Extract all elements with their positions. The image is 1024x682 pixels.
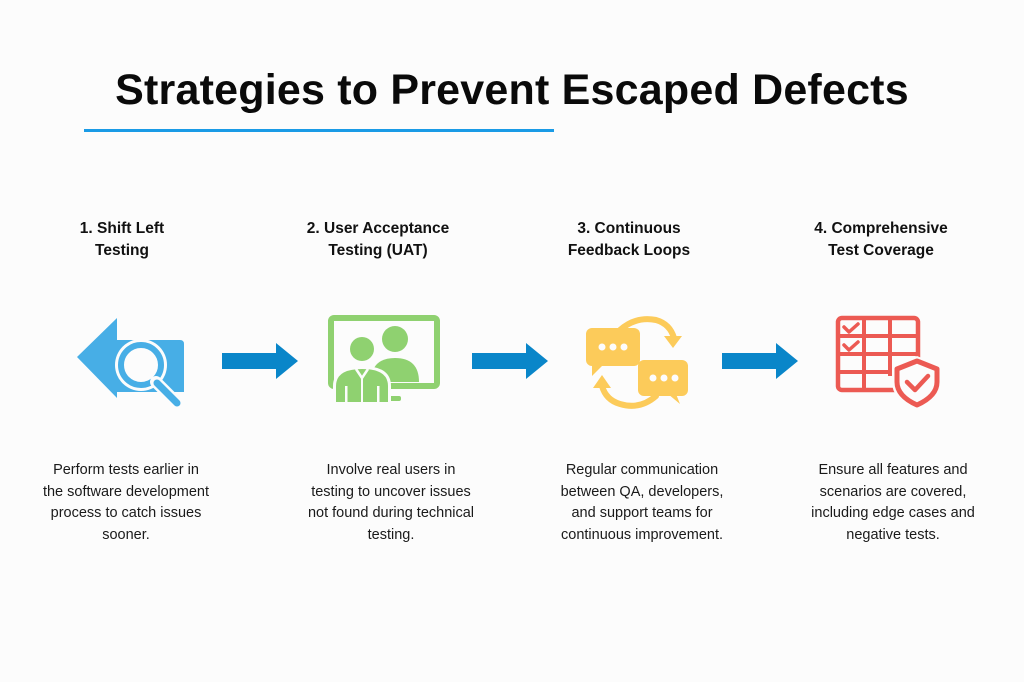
arrow-right-icon	[470, 343, 550, 379]
step-3-title: 3. Continuous Feedback Loops	[567, 220, 691, 259]
shift-left-search-icon	[72, 312, 192, 412]
users-monitor-icon	[325, 312, 445, 412]
step-4-title: 4. Comprehensive Test Coverage	[814, 220, 948, 259]
checklist-shield-icon	[830, 312, 950, 412]
title-underline	[84, 129, 554, 132]
chat-feedback-loop-icon	[578, 312, 698, 412]
step-4-description: Ensure all features and scenarios are co…	[811, 462, 975, 543]
arrow-right-icon	[220, 343, 300, 379]
step-1-description: Perform tests earlier in the software de…	[42, 462, 210, 543]
page-title: Strategies to Prevent Escaped Defects	[115, 66, 909, 114]
step-1-title: 1. Shift Left Testing	[79, 220, 165, 259]
step-2-description: Involve real users in testing to uncover…	[307, 462, 475, 543]
arrow-right-icon	[720, 343, 800, 379]
step-2-title: 2. User Acceptance Testing (UAT)	[306, 220, 450, 259]
step-3-description: Regular communication between QA, develo…	[560, 462, 724, 543]
